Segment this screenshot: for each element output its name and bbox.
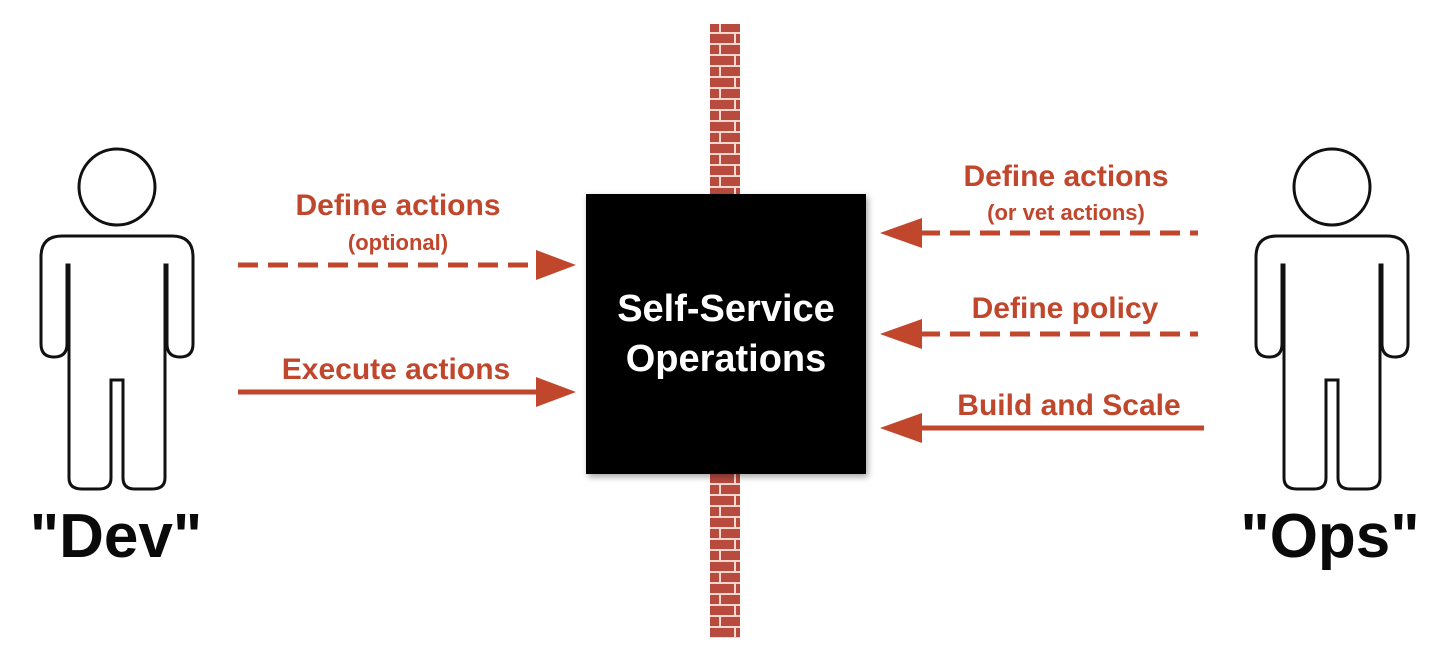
ops-define-sublabel: (or vet actions)	[987, 200, 1145, 225]
dev-person-icon	[39, 147, 195, 491]
dev-define-label: Define actions	[295, 189, 501, 222]
ops-actor-label: "Ops"	[1240, 502, 1420, 571]
box-title-line1: Self-Service	[617, 287, 835, 330]
dev-define-arrow	[238, 250, 576, 280]
ops-build-arrow	[880, 413, 1204, 443]
ops-build-label: Build and Scale	[957, 389, 1181, 422]
self-service-operations-box: Self-Service Operations	[586, 194, 866, 474]
dev-execute-arrow	[238, 377, 576, 407]
dev-execute-label: Execute actions	[281, 353, 511, 386]
ops-define-label: Define actions	[963, 160, 1169, 193]
dev-define-sublabel: (optional)	[347, 230, 449, 255]
dev-actor-label: "Dev"	[29, 502, 203, 571]
box-title-line2: Operations	[625, 338, 827, 380]
ops-policy-label: Define policy	[971, 292, 1159, 325]
ops-person-icon	[1254, 147, 1410, 491]
ops-define-arrow	[880, 218, 1198, 248]
ops-policy-arrow	[880, 319, 1198, 349]
